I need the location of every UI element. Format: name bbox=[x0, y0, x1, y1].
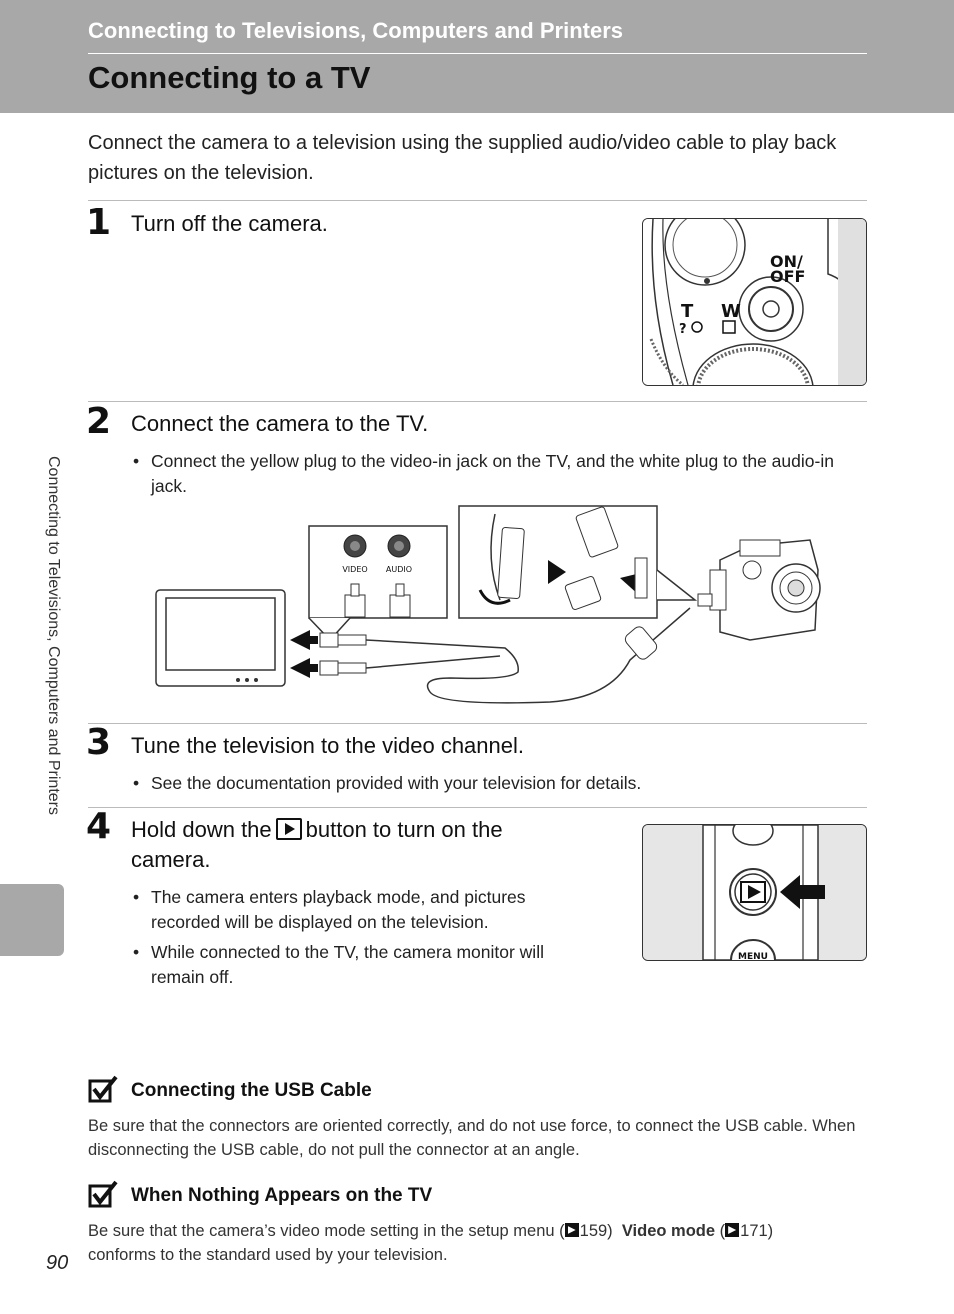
note-title-usb-cable: Connecting the USB Cable bbox=[131, 1080, 372, 1101]
step-4-bullet-2: While connected to the TV, the camera mo… bbox=[133, 940, 591, 990]
arrow-icon bbox=[290, 630, 310, 650]
camera-back-illustration: MENU bbox=[643, 825, 866, 960]
divider bbox=[88, 723, 867, 724]
divider bbox=[88, 807, 867, 808]
video-jack-label: VIDEO bbox=[342, 565, 367, 574]
step-3-number: 3 bbox=[86, 722, 112, 763]
note-title-nothing-appears: When Nothing Appears on the TV bbox=[131, 1185, 433, 1206]
step-2-bullet: Connect the yellow plug to the video-in … bbox=[133, 449, 851, 499]
section-title: Connecting to Televisions, Computers and… bbox=[88, 18, 624, 43]
page-reference-icon bbox=[564, 1223, 579, 1237]
zoom-t-label: T bbox=[681, 301, 694, 322]
audio-jack-label: AUDIO bbox=[386, 565, 412, 574]
step-3-bullet: See the documentation provided with your… bbox=[133, 771, 851, 796]
on-off-label: ON/OFF bbox=[770, 252, 805, 286]
playback-button-figure: MENU bbox=[642, 824, 867, 961]
step-2-number: 2 bbox=[86, 401, 112, 442]
camera-top-illustration: ON/OFF T W ? bbox=[643, 219, 866, 385]
page-title: Connecting to a TV bbox=[88, 60, 371, 95]
zoom-w-label: W bbox=[721, 301, 741, 322]
chapter-tab bbox=[0, 884, 64, 956]
step-4-title-end: button to turn on the camera. bbox=[131, 817, 503, 872]
step-4-bullet-1: The camera enters playback mode, and pic… bbox=[133, 885, 571, 935]
step-1-number: 1 bbox=[86, 202, 112, 243]
svg-text:?: ? bbox=[679, 322, 687, 337]
step-4-title-start: Hold down the bbox=[131, 817, 272, 842]
tv-connection-diagram: VIDEO AUDIO bbox=[155, 505, 821, 704]
jack-panel-callout bbox=[308, 525, 448, 619]
note-body-nothing-appears: Be sure that the camera’s video mode set… bbox=[88, 1222, 774, 1264]
intro-paragraph: Connect the camera to a television using… bbox=[88, 132, 837, 184]
arrow-icon bbox=[548, 560, 566, 584]
divider bbox=[88, 401, 867, 402]
step-4-number: 4 bbox=[86, 806, 112, 847]
page-number: 90 bbox=[46, 1252, 69, 1274]
divider bbox=[88, 200, 867, 201]
arrow-icon bbox=[290, 658, 310, 678]
checkmark-note-icon bbox=[88, 1075, 118, 1103]
step-1-title: Turn off the camera. bbox=[131, 211, 328, 236]
camera-illustration bbox=[697, 539, 821, 641]
header-divider bbox=[88, 53, 867, 54]
step-2-title: Connect the camera to the TV. bbox=[131, 411, 429, 436]
page-reference-icon bbox=[725, 1223, 740, 1237]
note-body-usb-cable: Be sure that the connectors are oriented… bbox=[88, 1117, 856, 1159]
chapter-header: Connecting to Televisions, Computers and… bbox=[0, 0, 954, 113]
video-mode-setting: Video mode bbox=[621, 1222, 716, 1240]
power-switch-figure: ON/OFF T W ? bbox=[642, 218, 867, 386]
menu-label: MENU bbox=[738, 952, 768, 960]
playback-button-icon bbox=[275, 818, 302, 840]
step-3-title: Tune the television to the video channel… bbox=[131, 733, 525, 758]
sidebar-chapter-label: Connecting to Televisions, Computers and… bbox=[45, 456, 62, 815]
arrow-icon bbox=[780, 875, 825, 909]
checkmark-note-icon bbox=[88, 1180, 118, 1208]
